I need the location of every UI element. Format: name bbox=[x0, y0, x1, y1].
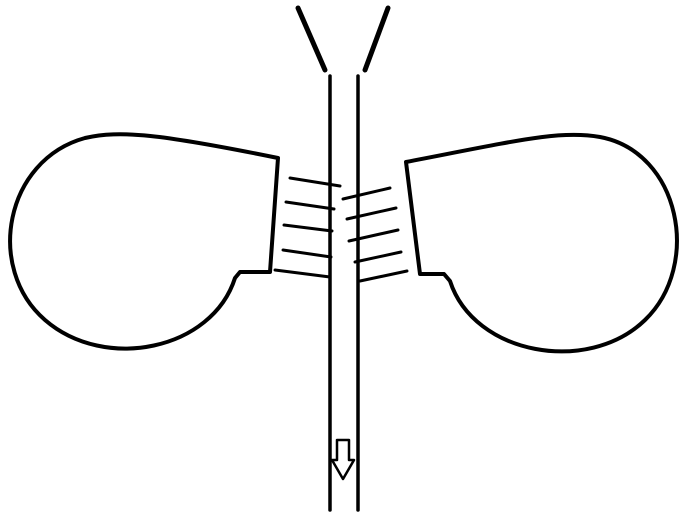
left-nozzle-jets bbox=[273, 176, 342, 279]
funnel-inlet bbox=[295, 5, 391, 73]
right-jet bbox=[358, 269, 409, 283]
left-blower-housing bbox=[8, 132, 280, 351]
funnel-left-wall bbox=[295, 5, 328, 73]
right-jet bbox=[347, 228, 400, 243]
right-jet bbox=[353, 250, 403, 264]
vertical-tube bbox=[328, 74, 360, 512]
right-blower-housing bbox=[404, 132, 679, 354]
left-jet bbox=[282, 223, 334, 233]
left-jet bbox=[273, 268, 332, 279]
left-jet bbox=[281, 248, 333, 259]
funnel-right-wall bbox=[362, 5, 391, 73]
right-jet bbox=[341, 186, 392, 201]
flow-direction-arrow bbox=[330, 438, 356, 481]
right-nozzle-jets bbox=[341, 186, 409, 283]
left-jet bbox=[284, 200, 336, 211]
right-jet bbox=[345, 206, 398, 221]
left-jet bbox=[288, 176, 342, 188]
